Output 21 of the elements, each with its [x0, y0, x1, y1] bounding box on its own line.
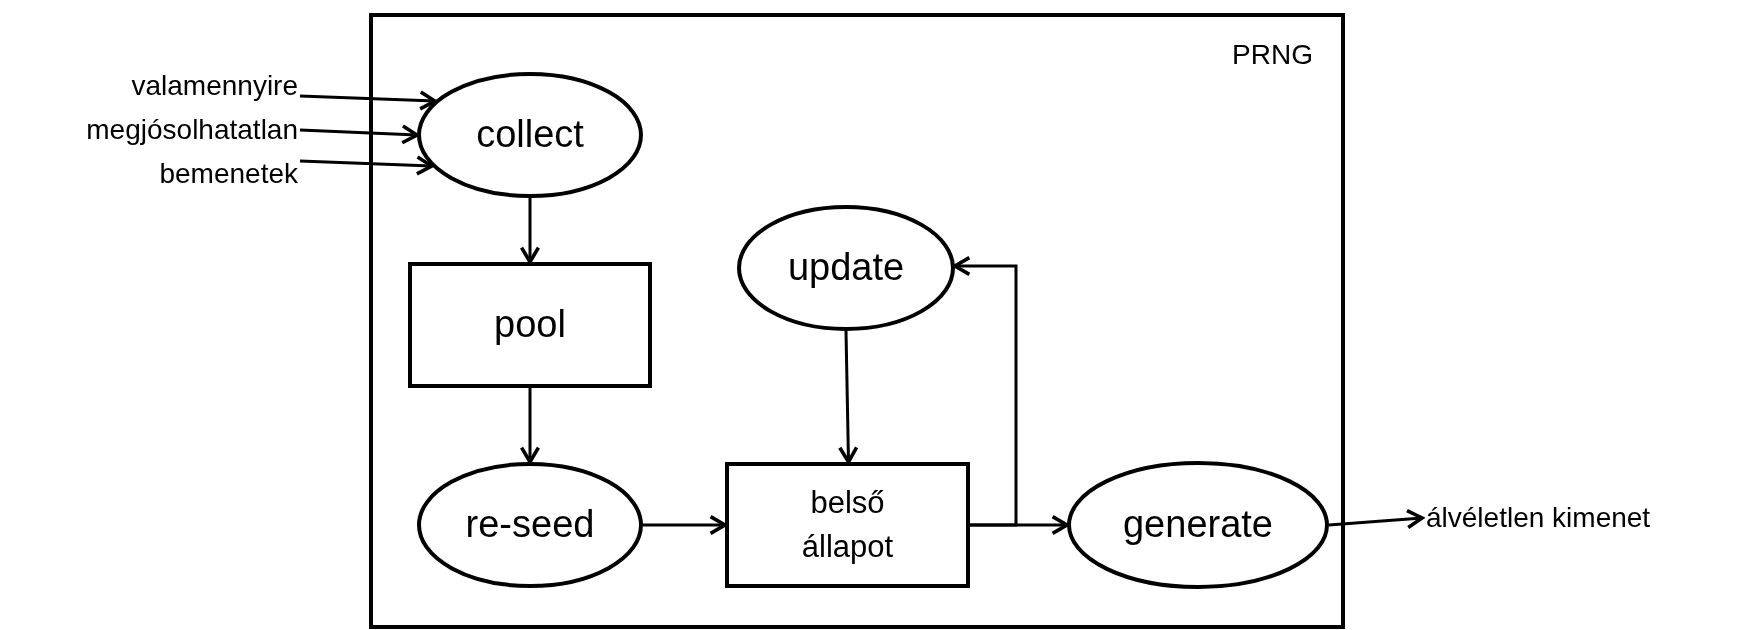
container-box: [369, 13, 1345, 629]
node-label: generate: [1123, 502, 1273, 548]
text-label: álvéletlen kimenet: [1426, 501, 1651, 535]
arrow: [299, 155, 434, 176]
state-box: [725, 462, 970, 588]
arrow: [838, 330, 859, 464]
pool-box: [408, 262, 652, 388]
node-label: belső állapot: [800, 484, 895, 566]
text-label: valamennyire megjósolhatatlan bemenetek: [85, 69, 298, 191]
arrow: [953, 255, 1018, 527]
title-label: PRNG: [1232, 39, 1313, 71]
node-label: re-seed: [465, 502, 595, 548]
arrow: [1328, 508, 1424, 530]
node-label: pool: [494, 302, 566, 348]
arrow: [519, 388, 541, 464]
node-label: collect: [476, 112, 584, 158]
arrow: [299, 124, 419, 145]
node-label: update: [787, 245, 905, 291]
arrow: [299, 90, 437, 111]
arrow: [643, 514, 727, 536]
arrow: [519, 198, 541, 264]
